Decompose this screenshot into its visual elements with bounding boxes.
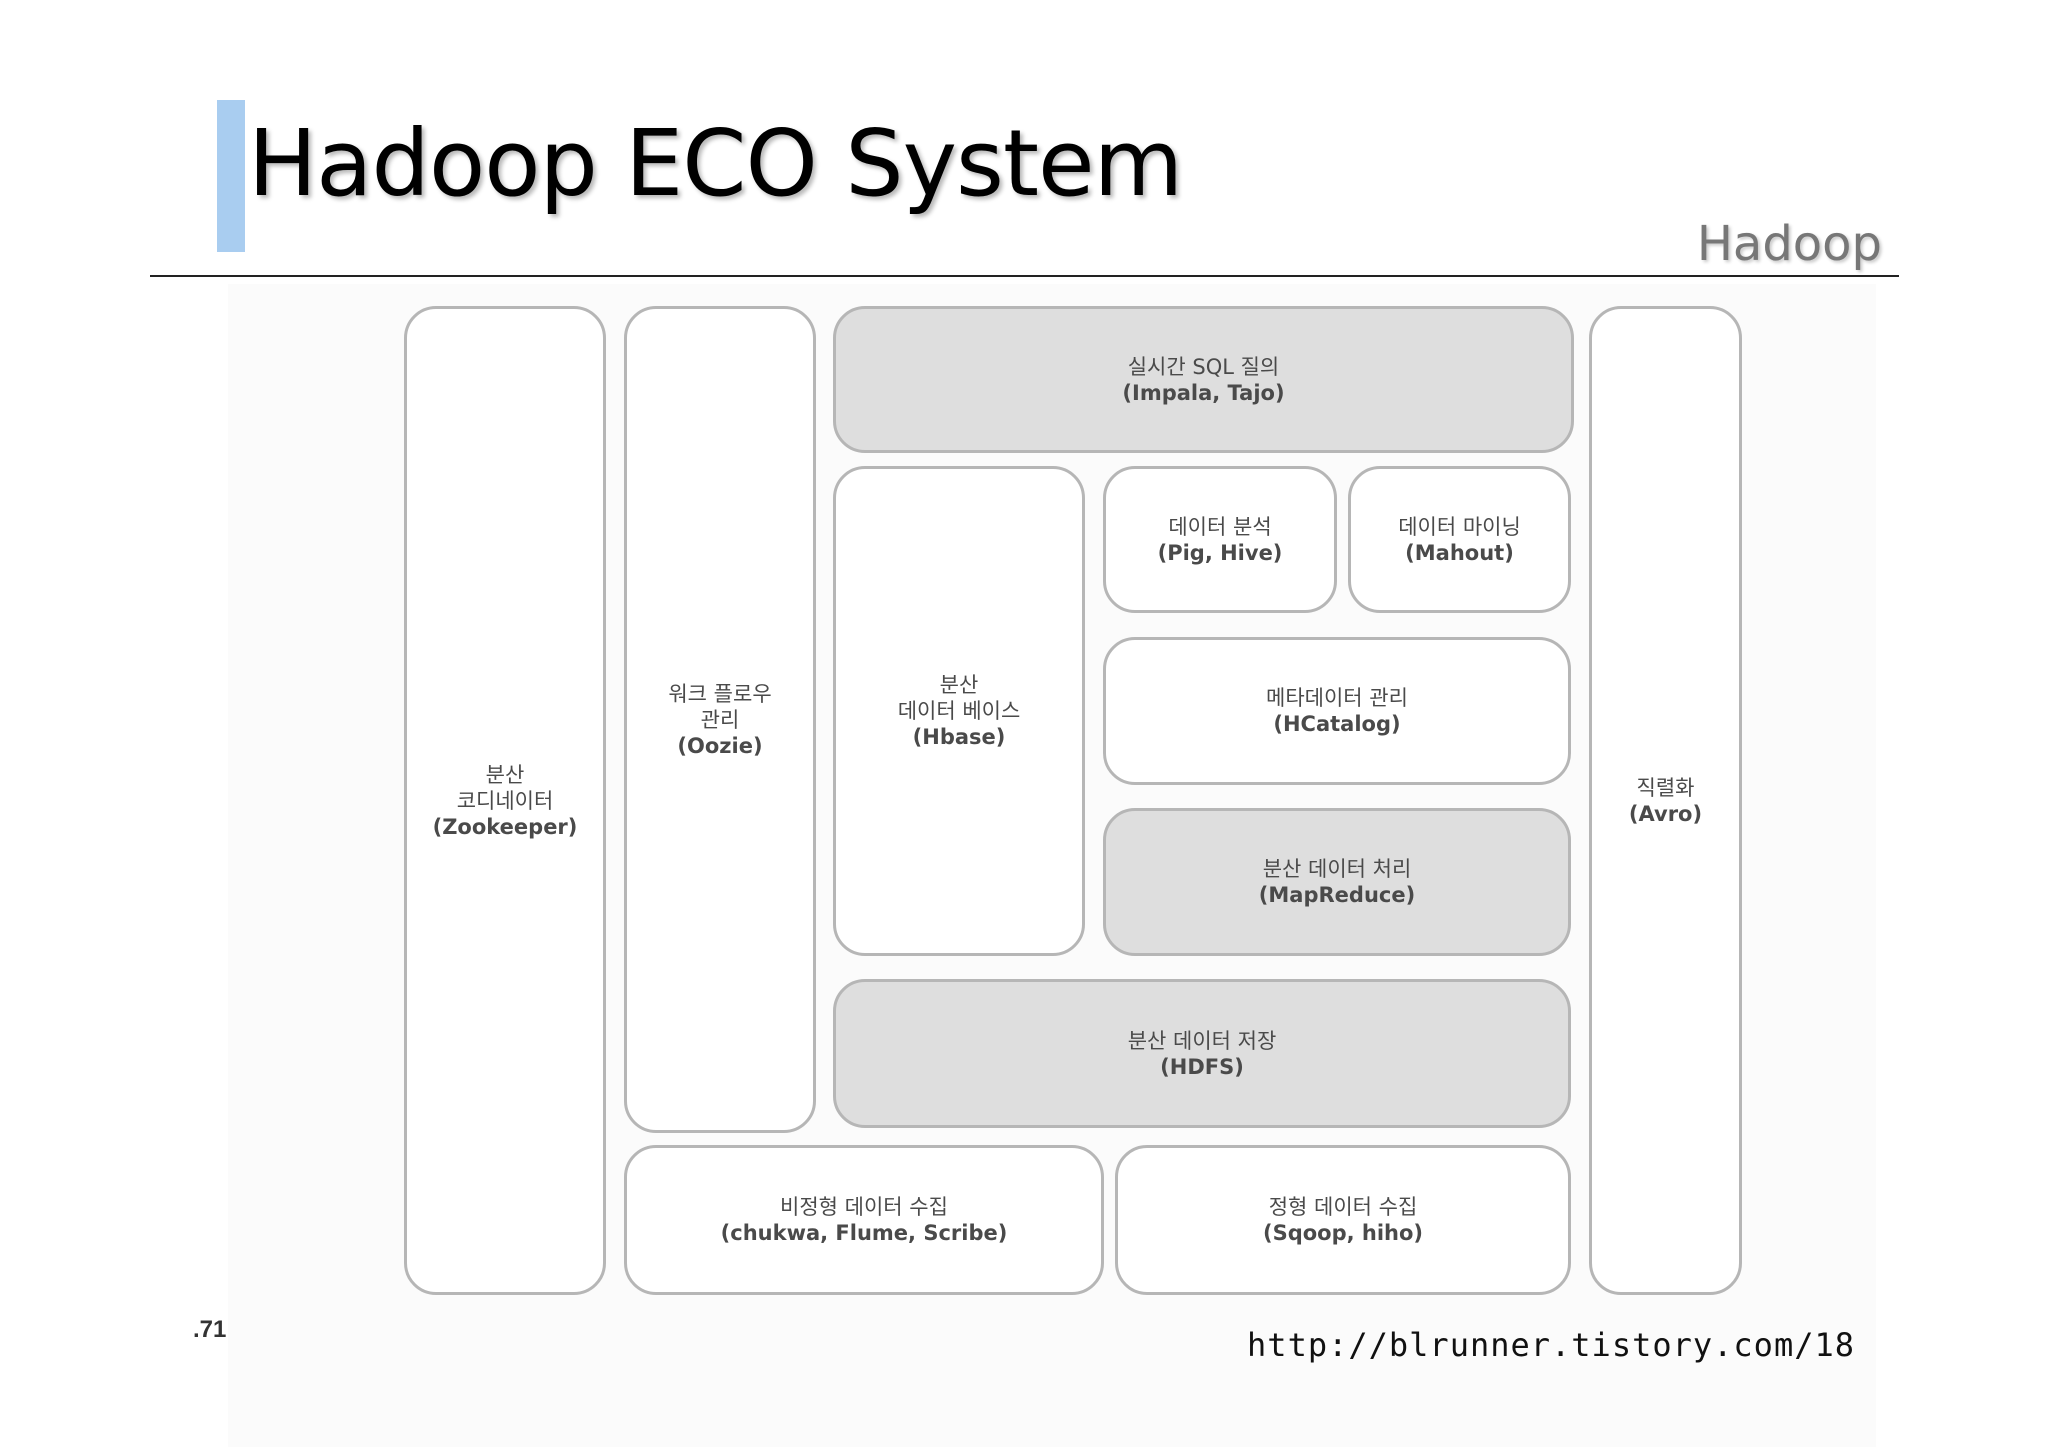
hbase-label-1: 분산	[939, 673, 979, 697]
mahout-label-1: 데이터 마이닝	[1398, 514, 1521, 539]
hbase-label-2: 데이터 베이스	[897, 699, 1021, 723]
pig-hive-label-2: (Pig, Hive)	[1157, 540, 1283, 565]
title-accent-bar	[217, 100, 245, 252]
page-number: .71	[193, 1316, 227, 1343]
oozie-block: 워크 플로우 관리 (Oozie)	[624, 306, 816, 1133]
source-url: http://blrunner.tistory.com/18	[1247, 1326, 1855, 1364]
impala-label-1: 실시간 SQL 질의	[1127, 354, 1280, 379]
structured-collection-block: 정형 데이터 수집 (Sqoop, hiho)	[1115, 1145, 1571, 1295]
oozie-label-3: (Oozie)	[677, 733, 763, 758]
avro-label-1: 직렬화	[1636, 775, 1695, 800]
zookeeper-label-1: 분산	[485, 762, 525, 787]
section-label: Hadoop	[1696, 216, 1882, 272]
zookeeper-block: 분산 코디네이터 (Zookeeper)	[404, 306, 606, 1295]
hcatalog-label-1: 메타데이터 관리	[1266, 686, 1408, 710]
zookeeper-label-2: 코디네이터	[456, 788, 554, 813]
pig-hive-label-1: 데이터 분석	[1168, 514, 1272, 539]
unstructured-collection-label-2: (chukwa, Flume, Scribe)	[720, 1221, 1008, 1245]
oozie-label-2: 관리	[700, 707, 740, 732]
pig-hive-block: 데이터 분석 (Pig, Hive)	[1103, 466, 1337, 613]
zookeeper-label-3: (Zookeeper)	[432, 814, 578, 839]
hdfs-label-1: 분산 데이터 저장	[1127, 1028, 1277, 1053]
unstructured-collection-block: 비정형 데이터 수집 (chukwa, Flume, Scribe)	[624, 1145, 1104, 1295]
mahout-block: 데이터 마이닝 (Mahout)	[1348, 466, 1571, 613]
hdfs-block: 분산 데이터 저장 (HDFS)	[833, 979, 1571, 1128]
unstructured-collection-label-1: 비정형 데이터 수집	[780, 1195, 948, 1219]
mapreduce-label-1: 분산 데이터 처리	[1262, 857, 1412, 881]
mapreduce-label-2: (MapReduce)	[1258, 883, 1416, 907]
hcatalog-label-2: (HCatalog)	[1273, 712, 1401, 736]
hdfs-label-2: (HDFS)	[1160, 1054, 1244, 1079]
impala-block: 실시간 SQL 질의 (Impala, Tajo)	[833, 306, 1574, 453]
hbase-block: 분산 데이터 베이스 (Hbase)	[833, 466, 1085, 956]
impala-label-2: (Impala, Tajo)	[1122, 380, 1285, 405]
slide-title: Hadoop ECO System	[248, 110, 1183, 217]
mahout-label-2: (Mahout)	[1405, 540, 1514, 565]
mapreduce-block: 분산 데이터 처리 (MapReduce)	[1103, 808, 1571, 956]
structured-collection-label-2: (Sqoop, hiho)	[1262, 1221, 1424, 1245]
avro-block: 직렬화 (Avro)	[1589, 306, 1742, 1295]
hbase-label-3: (Hbase)	[912, 725, 1006, 749]
hcatalog-block: 메타데이터 관리 (HCatalog)	[1103, 637, 1571, 785]
structured-collection-label-1: 정형 데이터 수집	[1268, 1195, 1418, 1219]
title-divider	[150, 275, 1899, 277]
oozie-label-1: 워크 플로우	[668, 681, 772, 706]
avro-label-2: (Avro)	[1628, 801, 1703, 826]
